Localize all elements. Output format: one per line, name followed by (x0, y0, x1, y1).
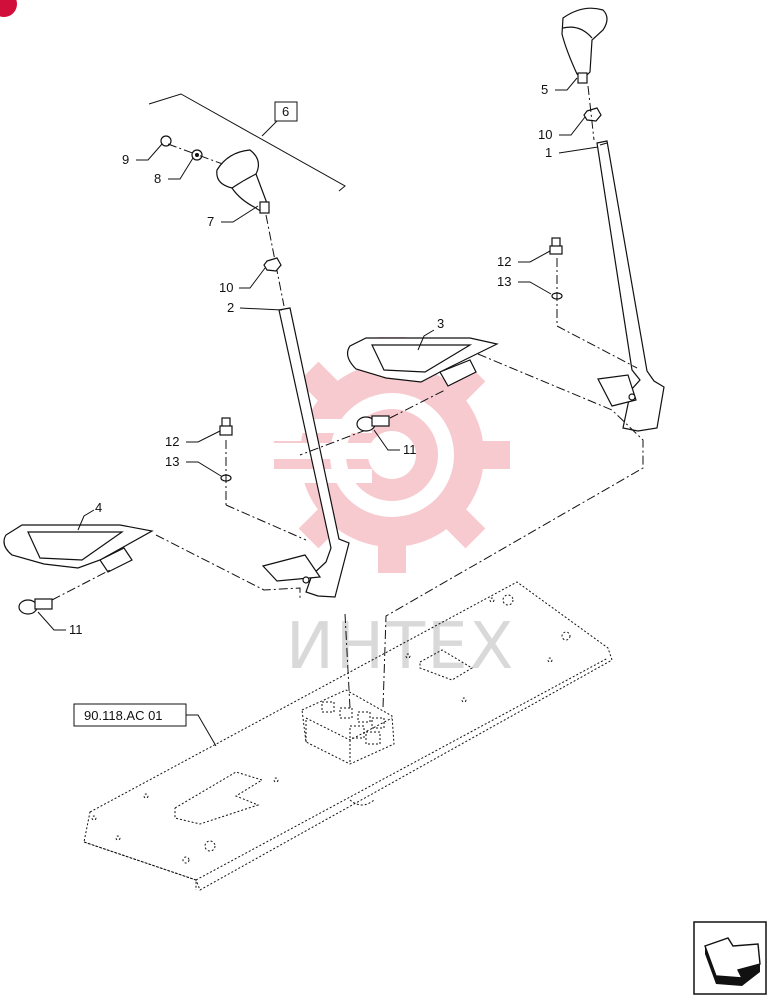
callout-10-right: 10 (538, 127, 552, 142)
valve-block (301, 689, 395, 765)
leader-11a (37, 611, 66, 631)
callout-13-center: 13 (165, 454, 179, 469)
guide-center-3 (344, 613, 351, 709)
leader-9 (136, 143, 163, 161)
callout-2: 2 (227, 300, 234, 315)
leader-13a (186, 461, 222, 477)
corner-mark (0, 0, 17, 17)
callout-1: 1 (545, 145, 552, 160)
lever-rod-right (596, 140, 665, 432)
nut-right (583, 107, 602, 122)
group-ref-label: 6 (282, 104, 289, 119)
callout-13-right: 13 (497, 274, 511, 289)
next-page-arrow-icon[interactable] (693, 921, 767, 995)
leader-13b (518, 281, 552, 295)
callout-3: 3 (437, 316, 444, 331)
bolt-11-center (356, 415, 390, 432)
knob-right (561, 7, 608, 84)
section-ref-label: 90.118.AC 01 (84, 708, 163, 723)
callout-5: 5 (541, 82, 548, 97)
axis-small-hardware (167, 143, 229, 167)
lockwasher-8 (191, 149, 203, 161)
group-ref-box (274, 101, 298, 122)
leader-11b (373, 429, 400, 451)
callout-4: 4 (95, 500, 102, 515)
axis-bolt-11-center (389, 389, 446, 419)
nut-9 (160, 135, 172, 147)
guide-center-2 (155, 534, 301, 600)
callout-12-center: 12 (165, 434, 179, 449)
callout-12-right: 12 (497, 254, 511, 269)
pedal-4 (3, 524, 154, 573)
lever-rod-center (261, 307, 350, 598)
bolt-11-left (18, 598, 53, 615)
leader-2 (239, 307, 283, 311)
leader-3 (417, 329, 435, 351)
leader-12b (518, 250, 551, 263)
group-bracket-line (148, 93, 346, 192)
pedal-3 (346, 337, 499, 387)
leader-4 (77, 509, 95, 531)
guide-right (556, 325, 638, 369)
callout-8: 8 (154, 171, 161, 186)
callout-10-center: 10 (219, 280, 233, 295)
callout-7: 7 (207, 214, 214, 229)
leader-8 (168, 157, 194, 180)
section-ref-leader (186, 714, 217, 747)
guide-right-2 (382, 353, 644, 709)
axis-bolt-11-left (51, 569, 111, 601)
guide-center (225, 504, 307, 541)
callout-11-center: 11 (403, 442, 417, 457)
leader-12a (186, 430, 221, 443)
leader-10b (559, 116, 586, 136)
bolt-right (549, 237, 563, 255)
bolt-center (219, 417, 233, 436)
callout-11-left: 11 (69, 622, 83, 637)
leader-7 (221, 205, 259, 223)
knob-center (216, 149, 270, 214)
nut-center (263, 257, 282, 272)
watermark-gear-logo (262, 337, 510, 573)
leader-1 (558, 146, 599, 154)
leader-5 (555, 77, 578, 91)
leader-10a (239, 267, 266, 289)
group-ref-leader (261, 119, 279, 137)
base-plate (83, 581, 613, 891)
watermark-text: ИНТЕХ (286, 610, 515, 684)
callout-9: 9 (122, 152, 129, 167)
guide-center-4 (299, 429, 367, 456)
